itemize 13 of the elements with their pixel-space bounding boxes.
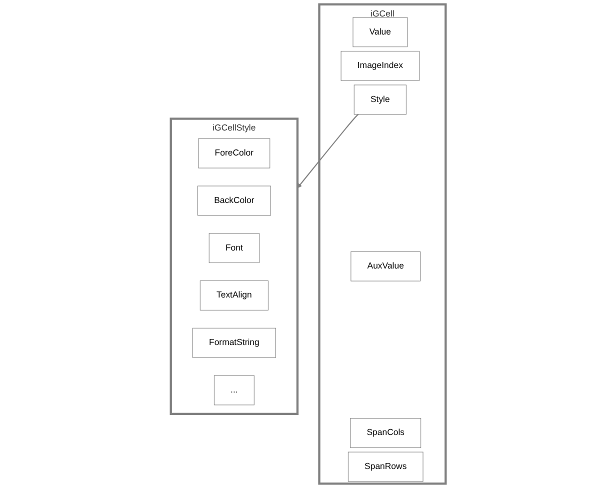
node-box: SpanRows xyxy=(348,452,424,482)
node-box: Value xyxy=(352,17,408,48)
node-box: SpanCols xyxy=(350,418,421,448)
node-box: BackColor xyxy=(197,186,271,216)
node-box: Style xyxy=(354,84,406,115)
node-box: ForeColor xyxy=(198,138,270,168)
node-box: Font xyxy=(208,233,260,264)
node-box: FormatString xyxy=(192,328,276,358)
node-box: ImageIndex xyxy=(340,50,420,81)
node-box: ... xyxy=(214,375,254,406)
arrow xyxy=(297,114,358,188)
node-box: AuxValue xyxy=(350,251,420,282)
node-box: TextAlign xyxy=(200,280,268,310)
